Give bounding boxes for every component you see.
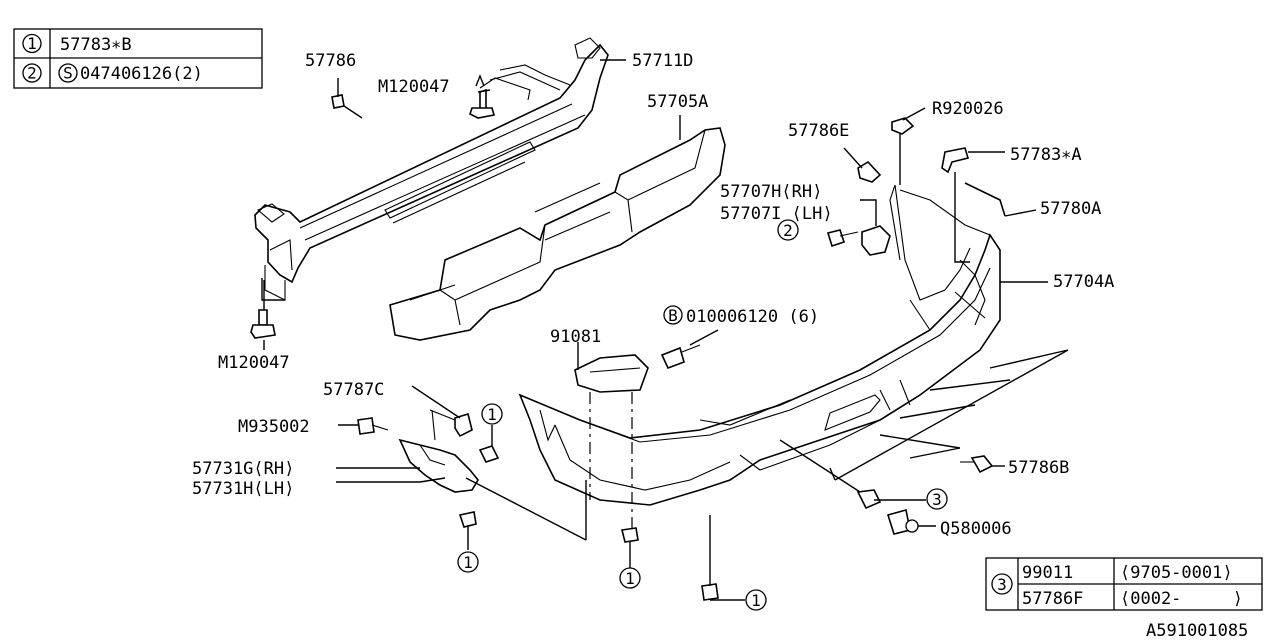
bolt-icon-m935002 xyxy=(357,417,389,435)
legend-table-top: 1 57783∗B 2 S 047406126(2) xyxy=(13,28,263,89)
bumper-face-part xyxy=(518,184,1001,506)
label-57786b: 57786B xyxy=(1008,458,1069,478)
light-icon-91081 xyxy=(574,354,649,393)
legend-bottom-range-2: ⟨0002- ⟩ xyxy=(1120,589,1243,609)
leader-lines xyxy=(261,59,1069,601)
label-91081: 91081 xyxy=(550,327,601,347)
label-57787c: 57787C xyxy=(323,380,384,400)
side-bracket-part xyxy=(398,409,479,493)
label-010006120: 010006120 (6) xyxy=(686,307,819,327)
legend-value-1: 57783∗B xyxy=(60,35,132,55)
bracket-icon-57707 xyxy=(861,225,891,256)
legend-value-2: 047406126(2) xyxy=(80,64,203,84)
energy-absorber-part xyxy=(389,127,726,341)
legend-bottom-range-1: ⟨9705-0001⟩ xyxy=(1120,563,1233,583)
callout-1-d: 1 xyxy=(751,591,761,610)
screw-icon-callout-2 xyxy=(826,229,859,248)
label-m935002: M935002 xyxy=(238,417,310,437)
legend-bottom-part-1: 99011 xyxy=(1022,563,1073,583)
label-57707h: 57707H⟨RH⟩ xyxy=(720,182,822,202)
alignment-lines xyxy=(589,392,633,528)
legend-key-1: 1 xyxy=(27,34,37,53)
legend-bottom-part-2: 57786F xyxy=(1022,589,1083,609)
label-m120047-top: M120047 xyxy=(378,77,450,97)
label-57783a: 57783∗A xyxy=(1010,145,1082,165)
clip-icon-callout-1-d xyxy=(701,583,719,601)
legend-prefix-s: S xyxy=(63,64,73,83)
label-m120047-bottom: M120047 xyxy=(218,353,290,373)
bracket-icon-57783a xyxy=(941,147,970,174)
legend-bottom-key: 3 xyxy=(997,575,1007,594)
label-57704a: 57704A xyxy=(1053,272,1114,292)
label-57731g: 57731G⟨RH⟩ xyxy=(192,459,294,479)
label-57780a: 57780A xyxy=(1040,199,1101,219)
callout-1-b: 1 xyxy=(463,553,473,572)
reinforcement-beam-part xyxy=(254,37,609,301)
callout-circles: 1 1 1 1 2 3 xyxy=(457,219,948,611)
legend-key-2: 2 xyxy=(27,64,37,83)
push-rivet-icon-r920026 xyxy=(891,117,915,135)
bolt-icon-m120047-top xyxy=(469,88,496,119)
label-b-prefix: B xyxy=(668,306,678,325)
clip-icon-callout-1-c xyxy=(621,527,639,543)
bolt-icon-m120047-bottom xyxy=(250,309,276,339)
part-labels: 57786 M120047 57711D 57705A R920026 5778… xyxy=(192,51,1248,640)
clip-icon-callout-3 xyxy=(856,489,882,510)
label-57731h: 57731H⟨LH⟩ xyxy=(192,479,294,499)
label-57786e: 57786E xyxy=(788,121,849,141)
callout-1-a: 1 xyxy=(487,405,497,424)
legend-table-bottom: 3 99011 ⟨9705-0001⟩ 57786F ⟨0002- ⟩ xyxy=(985,557,1263,611)
clip-icon-callout-1-a xyxy=(478,445,500,463)
diagram-id: A591001085 xyxy=(1146,621,1248,640)
callout-1-c: 1 xyxy=(625,569,635,588)
bolt-icon-010006120 xyxy=(660,344,701,370)
clip-icon-57786e xyxy=(857,160,882,183)
clip-icon-57787c xyxy=(454,412,473,438)
callout-3: 3 xyxy=(932,490,942,509)
label-57705a: 57705A xyxy=(647,92,708,112)
callout-2: 2 xyxy=(783,221,793,240)
label-q580006: Q580006 xyxy=(940,519,1012,539)
bolt-icon-57786b xyxy=(960,455,994,474)
label-57711d: 57711D xyxy=(632,51,693,71)
label-r920026: R920026 xyxy=(932,99,1004,119)
label-57786: 57786 xyxy=(305,51,356,71)
label-57707i: 57707I ⟨LH⟩ xyxy=(720,204,833,224)
strip-icon-57780a xyxy=(964,182,1006,217)
